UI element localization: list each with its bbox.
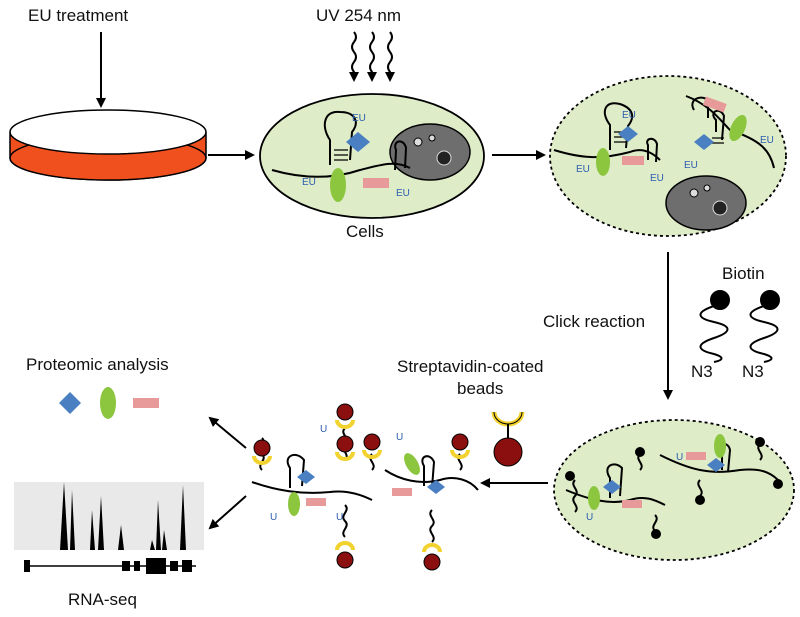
bead-complex-icon: U U U U: [251, 403, 479, 571]
cells-label: Cells: [346, 222, 384, 241]
svg-text:U: U: [336, 512, 343, 523]
uv-arrows-icon: [349, 31, 395, 82]
svg-text:U: U: [396, 432, 403, 443]
rna-icon: [271, 110, 411, 178]
click-reaction-label: Click reaction: [543, 312, 646, 331]
eu-tag: EU: [302, 177, 316, 188]
streptavidin-label-line2: beads: [457, 379, 504, 398]
svg-text:U: U: [270, 512, 277, 523]
n3-label-a: N3: [691, 362, 713, 381]
svg-text:EU: EU: [760, 135, 774, 146]
gene-model-icon: [24, 558, 196, 574]
dish-icon: [9, 109, 207, 181]
svg-text:U: U: [676, 452, 683, 463]
clicked-cell-icon: U U: [553, 419, 795, 561]
eu-tag: EU: [352, 113, 366, 124]
eu-tag: EU: [396, 188, 410, 199]
streptavidin-bead-icon: [491, 411, 525, 467]
cell-icon: EU EU EU: [259, 93, 485, 219]
crosslinked-cell-icon: EU EU EU EU EU: [549, 75, 787, 237]
biotin-label: Biotin: [722, 264, 765, 283]
svg-text:EU: EU: [622, 110, 636, 121]
protein-blue-icon: [346, 132, 370, 152]
protein-pink-icon: [363, 178, 389, 188]
streptavidin-label-line1: Streptavidin-coated: [397, 357, 544, 376]
proteomic-symbols: [59, 387, 159, 419]
svg-text:EU: EU: [684, 160, 698, 171]
rna-seq-label: RNA-seq: [68, 590, 137, 609]
protein-green-icon: [330, 168, 346, 202]
rna-seq-track-icon: [14, 482, 204, 550]
arrow-to-rnaseq: [208, 495, 247, 530]
svg-text:U: U: [320, 424, 327, 435]
uv-label: UV 254 nm: [316, 6, 402, 25]
svg-text:EU: EU: [576, 164, 590, 175]
proteomic-analysis-label: Proteomic analysis: [26, 355, 169, 374]
eu-treatment-label: EU treatment: [28, 6, 129, 25]
arrow-to-proteomic: [208, 416, 247, 449]
nucleus-icon: [389, 123, 471, 181]
svg-text:U: U: [586, 512, 593, 523]
svg-text:EU: EU: [650, 173, 664, 184]
n3-label-b: N3: [742, 362, 764, 381]
bead: [252, 439, 272, 465]
biotin-azide-icon: [699, 290, 780, 363]
